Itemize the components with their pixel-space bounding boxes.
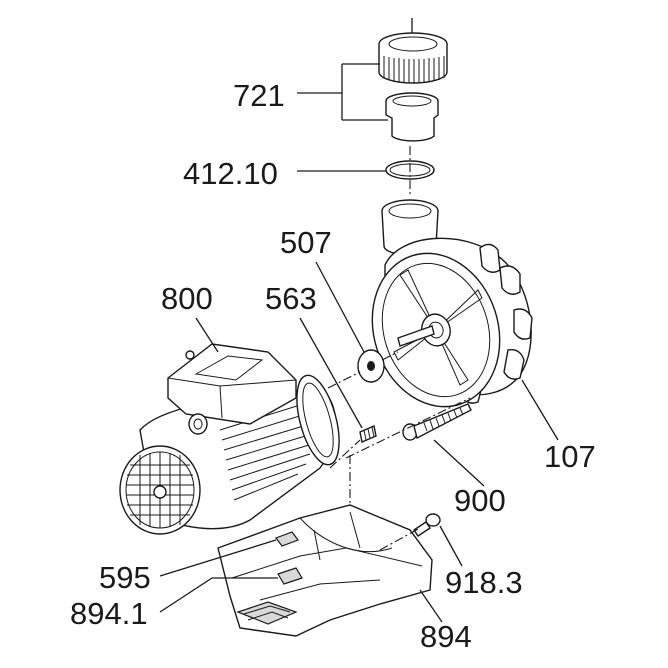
- label-721: 721: [233, 78, 285, 113]
- screw-563: [359, 425, 377, 443]
- label-894-1: 894.1: [70, 596, 148, 631]
- cap-595: [275, 531, 299, 547]
- screw-900: [402, 403, 472, 441]
- pad-894-1: [277, 567, 303, 585]
- assembly-axis-lines: [327, 146, 471, 551]
- label-507: 507: [280, 225, 332, 260]
- base-894: [217, 504, 433, 637]
- label-563: 563: [265, 281, 317, 316]
- label-918-3: 918.3: [445, 565, 523, 600]
- label-107: 107: [544, 439, 596, 474]
- screw-918-3: [413, 513, 441, 537]
- label-800: 800: [161, 281, 213, 316]
- leader-lines: [159, 63, 559, 623]
- washer-507: [357, 349, 385, 383]
- label-412-10: 412.10: [183, 156, 278, 191]
- part-labels: 721 412.10 507 800 563 107 900 595 894.1…: [70, 78, 596, 654]
- label-900: 900: [454, 483, 506, 518]
- label-595: 595: [99, 560, 151, 595]
- motor-800: [119, 343, 340, 535]
- label-894: 894: [420, 619, 472, 654]
- pump-casing-107: [371, 199, 533, 408]
- union-nut-721: [378, 18, 448, 142]
